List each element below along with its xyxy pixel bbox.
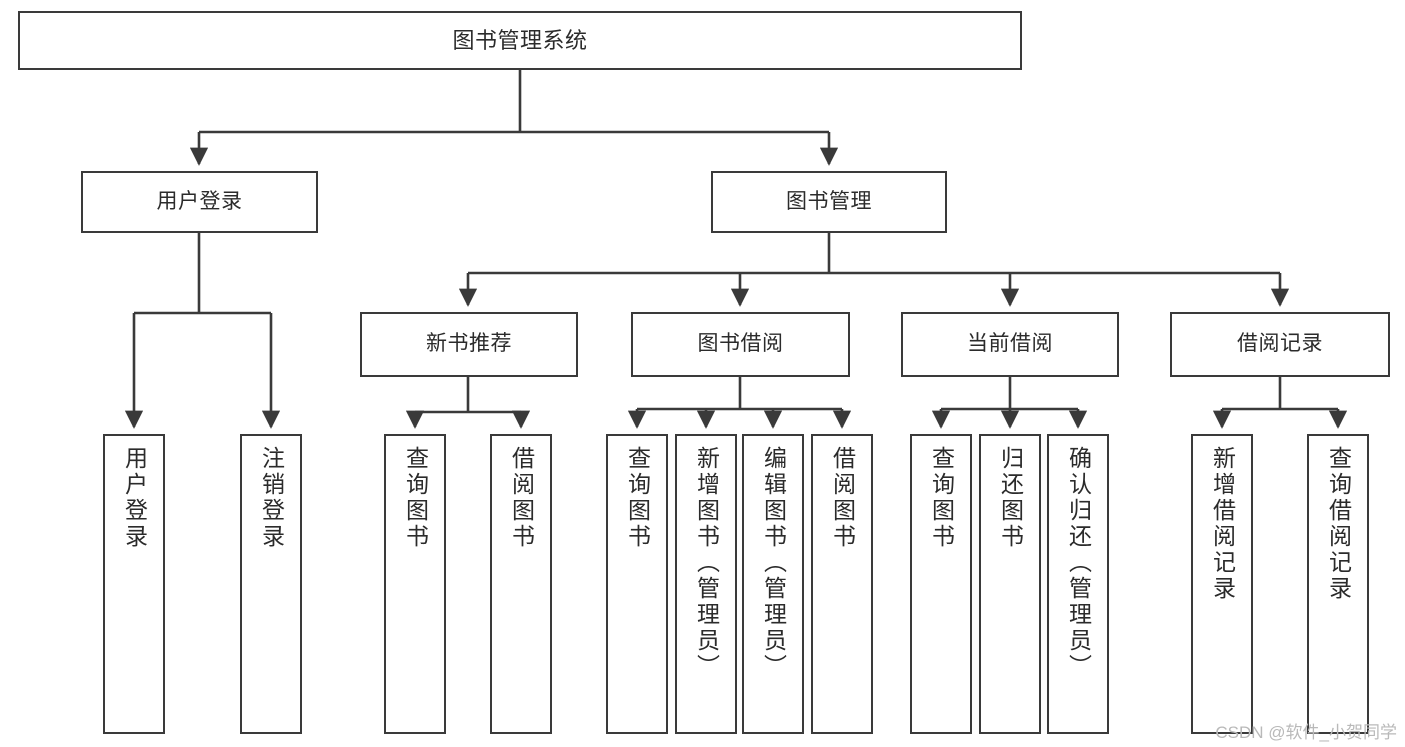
leaf-query-borrow-record[interactable]: 查询借阅记录: [1307, 434, 1369, 734]
leaf-borrow-book-1[interactable]: 借阅图书: [490, 434, 552, 734]
leaf-borrow-book-2[interactable]: 借阅图书: [811, 434, 873, 734]
node-label: 注销登录: [258, 446, 285, 550]
leaf-query-book-1[interactable]: 查询图书: [384, 434, 446, 734]
node-label: 新书推荐: [426, 332, 512, 356]
leaf-logout[interactable]: 注销登录: [240, 434, 302, 734]
leaf-edit-book[interactable]: 编辑图书（管理员）: [742, 434, 804, 734]
node-label: 图书管理: [786, 189, 872, 213]
node-new-book-recommend[interactable]: 新书推荐: [360, 312, 578, 377]
node-label: 当前借阅: [967, 332, 1053, 356]
leaf-query-book-3[interactable]: 查询图书: [910, 434, 972, 734]
node-label: 查询图书: [402, 446, 429, 550]
leaf-return-book[interactable]: 归还图书: [979, 434, 1041, 734]
node-label: 查询借阅记录: [1325, 446, 1352, 602]
node-book-borrow[interactable]: 图书借阅: [631, 312, 850, 377]
node-label: 查询图书: [624, 446, 651, 550]
node-current-borrow[interactable]: 当前借阅: [901, 312, 1119, 377]
node-label: 用户登录: [156, 189, 243, 213]
node-label: 归还图书: [997, 446, 1024, 550]
node-book-manage[interactable]: 图书管理: [711, 171, 947, 233]
node-label: 确认归还（管理员）: [1065, 446, 1092, 680]
node-label: 新增图书（管理员）: [693, 446, 720, 680]
node-label: 查询图书: [928, 446, 955, 550]
leaf-confirm-return[interactable]: 确认归还（管理员）: [1047, 434, 1109, 734]
csdn-watermark: CSDN @软件_小贺同学: [1215, 723, 1397, 742]
node-label: 借阅图书: [829, 446, 856, 550]
leaf-user-login[interactable]: 用户登录: [103, 434, 165, 734]
node-label: 用户登录: [121, 446, 148, 550]
node-label: 图书借阅: [697, 332, 784, 356]
node-user-login[interactable]: 用户登录: [81, 171, 318, 233]
node-label: 图书管理系统: [452, 27, 588, 53]
leaf-add-book[interactable]: 新增图书（管理员）: [675, 434, 737, 734]
node-label: 借阅图书: [508, 446, 535, 550]
node-borrow-record[interactable]: 借阅记录: [1170, 312, 1390, 377]
leaf-add-borrow-record[interactable]: 新增借阅记录: [1191, 434, 1253, 734]
node-label: 借阅记录: [1237, 332, 1323, 356]
node-root-system[interactable]: 图书管理系统: [18, 11, 1022, 70]
leaf-query-book-2[interactable]: 查询图书: [606, 434, 668, 734]
node-label: 新增借阅记录: [1209, 446, 1236, 602]
node-label: 编辑图书（管理员）: [760, 446, 787, 680]
